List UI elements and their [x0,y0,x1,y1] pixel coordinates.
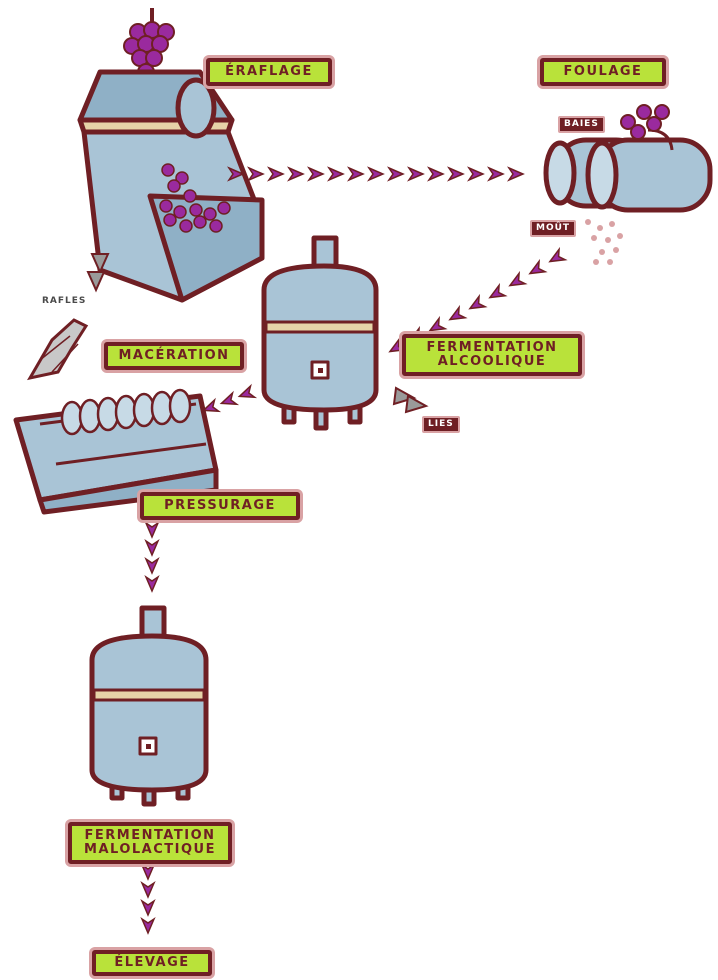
label-mout: MOÛT [530,220,577,237]
label-elevage: ÉLEVAGE [92,950,212,976]
label-baies: BAIES [558,116,605,133]
label-lies: LIES [422,416,460,433]
label-foulage: FOULAGE [540,58,666,86]
arrow-tank-to-ageing [141,864,155,934]
label-pressurage: PRESSURAGE [140,492,300,520]
stems-icon [27,318,89,381]
arrow-tank-to-lees [392,386,429,414]
must-drops-icon [585,219,623,265]
fermentation-tank-1-icon [261,235,379,431]
label-maceration: MACÉRATION [104,342,244,370]
destemmer-machine-icon [77,69,265,303]
crusher-rollers-icon [543,104,713,213]
label-fermentation-alcoolique: FERMENTATION ALCOOLIQUE [402,334,582,376]
arrow-destemmer-to-crusher [228,167,524,181]
arrow-press-to-tank [145,522,159,592]
press-machine-icon [13,388,219,515]
grape-bunch-icon [123,8,175,81]
label-fermentation-malolactique: FERMENTATION MALOLACTIQUE [68,822,232,864]
fermentation-tank-2-icon [89,605,209,807]
arrow-tank-to-press [200,385,256,417]
label-eraflage: ÉRAFLAGE [206,58,332,86]
arrow-destemmer-to-stems [86,253,110,293]
label-rafles: RAFLES [42,296,87,306]
